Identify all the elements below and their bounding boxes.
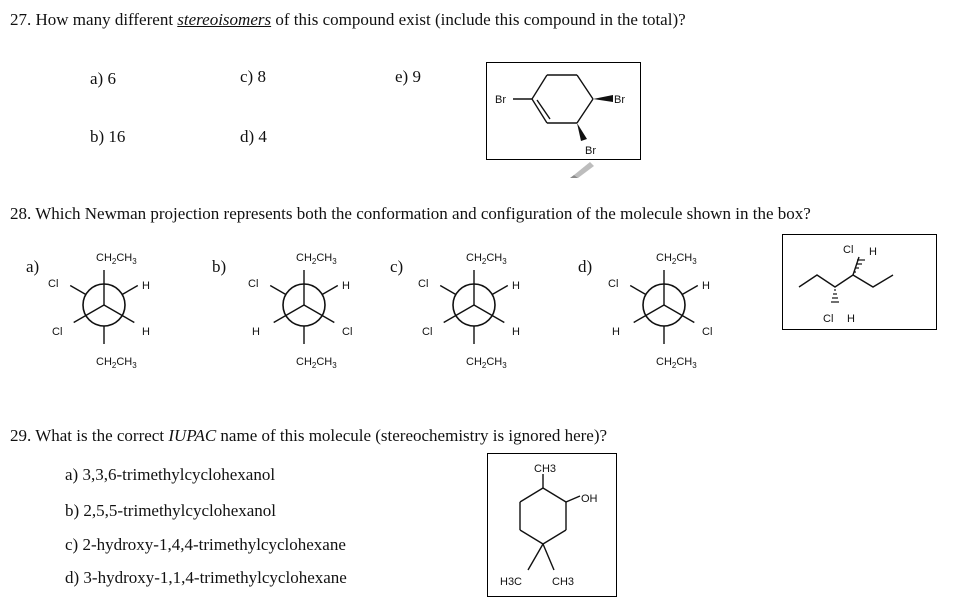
bromine-label: Br	[585, 145, 596, 157]
molecule-box-28: Cl H Cl H	[782, 234, 937, 330]
substituent-top: CH2CH3	[96, 252, 137, 266]
rear-bond	[269, 284, 287, 296]
front-bond	[633, 314, 647, 324]
substituent-top: CH2CH3	[466, 252, 507, 266]
substituent-lower-left: Cl	[52, 326, 62, 338]
front-bond	[285, 304, 305, 317]
answer-option[interactable]: c) 8	[240, 67, 266, 86]
option-label: c)	[390, 257, 403, 276]
front-bond	[473, 304, 493, 317]
front-bond	[303, 304, 323, 317]
substituent-upper-right: H	[142, 280, 150, 292]
substituent-bottom: CH2CH3	[96, 356, 137, 370]
front-bond	[103, 304, 123, 317]
question-text: name of this molecule (stereochemistry i…	[216, 426, 608, 445]
rear-bond	[321, 284, 339, 296]
rear-bond	[681, 284, 699, 296]
substituent-upper-left: Cl	[48, 278, 58, 290]
front-bond	[85, 304, 105, 317]
substituent-upper-right: H	[342, 280, 350, 292]
methyl-label: CH3	[534, 463, 556, 475]
question-text: What is the correct	[35, 426, 169, 445]
substituent-lower-right: H	[512, 326, 520, 338]
option-label: a)	[26, 257, 39, 276]
front-bond	[663, 304, 683, 317]
substituent-upper-left: Cl	[608, 278, 618, 290]
front-bond	[455, 304, 475, 317]
answer-option[interactable]: d) 3-hydroxy-1,1,4-trimethylcyclohexane	[65, 568, 347, 587]
tribromocyclohexene-structure: Br Br Br	[495, 74, 625, 157]
rear-bond	[629, 284, 647, 296]
hydroxyl-label: OH	[581, 493, 598, 505]
molecule-box-27: Br Br Br	[486, 62, 641, 160]
molecule-box-29: CH3 OH H3C CH3	[487, 453, 617, 597]
substituent-bottom: CH2CH3	[296, 356, 337, 370]
front-bond	[491, 314, 505, 324]
question-number: 29.	[10, 426, 32, 445]
answer-option[interactable]: a) 6	[90, 69, 116, 88]
answer-option[interactable]: d) 4	[240, 127, 267, 146]
rear-bond	[121, 284, 139, 296]
chlorine-label: Cl	[823, 313, 833, 325]
rear-bond	[439, 284, 457, 296]
hydrogen-label: H	[869, 246, 877, 258]
chlorine-label: Cl	[843, 244, 853, 256]
trimethylcyclohexanol-structure: CH3 OH H3C CH3	[500, 463, 598, 588]
bromine-label: Br	[495, 94, 506, 106]
substituent-lower-left: H	[252, 326, 260, 338]
question-text: of this compound exist (include this com…	[271, 10, 686, 29]
question-28: 28. Which Newman projection represents b…	[10, 204, 811, 224]
hydrogen-label: H	[847, 313, 855, 325]
substituent-bottom: CH2CH3	[466, 356, 507, 370]
substituent-upper-right: H	[702, 280, 710, 292]
rear-bond	[69, 284, 87, 296]
substituent-lower-right: Cl	[702, 326, 712, 338]
question-text: How many different	[35, 10, 178, 29]
substituent-lower-left: H	[612, 326, 620, 338]
front-bond	[645, 304, 665, 317]
emphasis-text: IUPAC	[168, 426, 217, 445]
substituent-lower-left: Cl	[422, 326, 432, 338]
front-bond	[321, 314, 335, 324]
answer-option[interactable]: b) 16	[90, 127, 126, 146]
substituent-upper-left: Cl	[248, 278, 258, 290]
question-number: 27.	[10, 10, 32, 29]
answer-option[interactable]: a) 3,3,6-trimethylcyclohexanol	[65, 465, 276, 484]
pencil-icon[interactable]	[568, 158, 598, 178]
methyl-label: H3C	[500, 576, 522, 588]
bromine-label: Br	[614, 94, 625, 106]
substituent-lower-right: Cl	[342, 326, 352, 338]
front-bond	[681, 314, 695, 324]
answer-option[interactable]: e) 9	[395, 67, 421, 86]
substituent-upper-right: H	[512, 280, 520, 292]
methyl-label: CH3	[552, 576, 574, 588]
front-bond	[273, 314, 287, 324]
dichlorohexane-structure: Cl H Cl H	[798, 244, 894, 325]
question-number: 28.	[10, 204, 32, 223]
substituent-upper-left: Cl	[418, 278, 428, 290]
substituent-top: CH2CH3	[296, 252, 337, 266]
option-label: b)	[212, 257, 226, 276]
front-bond	[73, 314, 87, 324]
answer-option[interactable]: b) 2,5,5-trimethylcyclohexanol	[65, 501, 277, 520]
question-27: 27. How many different stereoisomers of …	[10, 10, 686, 30]
substituent-top: CH2CH3	[656, 252, 697, 266]
option-label: d)	[578, 257, 592, 276]
front-bond	[121, 314, 135, 324]
emphasis-text: stereoisomers	[177, 10, 272, 29]
substituent-lower-right: H	[142, 326, 150, 338]
answer-option[interactable]: c) 2-hydroxy-1,4,4-trimethylcyclohexane	[65, 535, 346, 554]
substituent-bottom: CH2CH3	[656, 356, 697, 370]
rear-bond	[491, 284, 509, 296]
front-bond	[443, 314, 457, 324]
question-29: 29. What is the correct IUPAC name of th…	[10, 426, 607, 446]
question-text: Which Newman projection represents both …	[35, 204, 811, 223]
